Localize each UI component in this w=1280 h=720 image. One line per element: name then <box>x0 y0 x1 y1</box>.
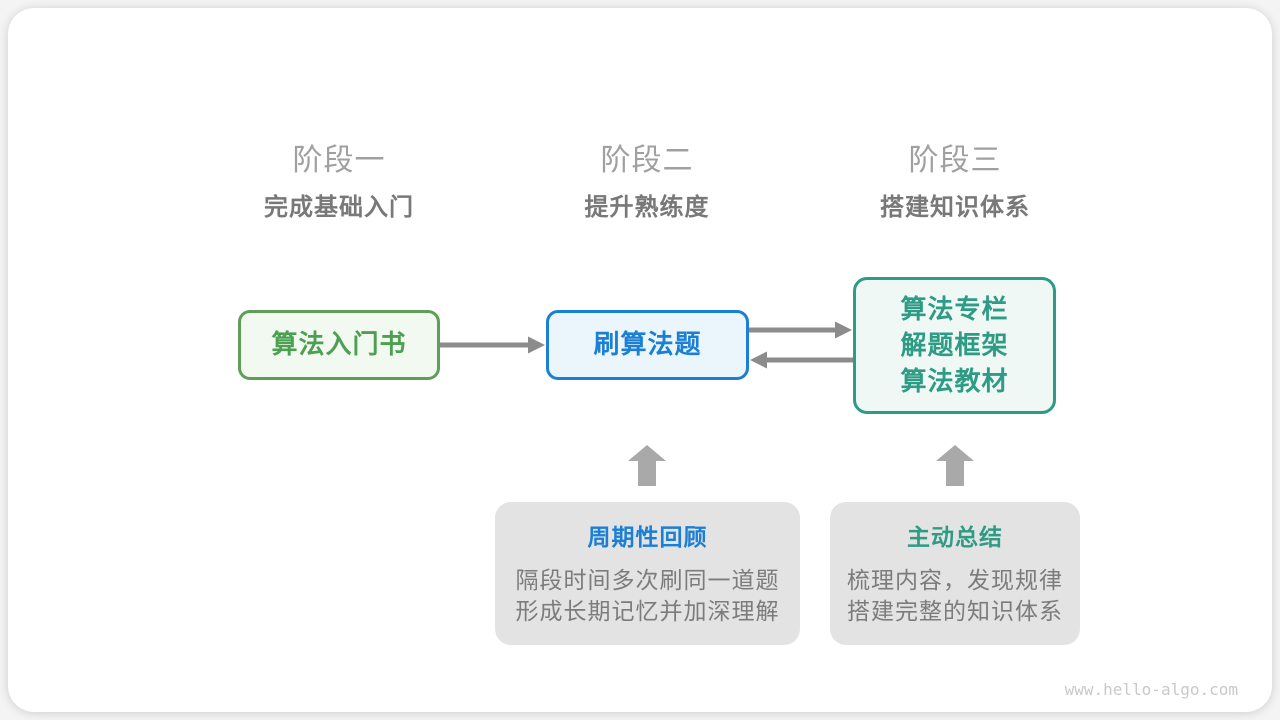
node-practice-label: 刷算法题 <box>593 330 702 360</box>
stage-3-subtitle: 搭建知识体系 <box>880 193 1030 221</box>
stage-3-label: 阶段三 <box>908 143 1002 178</box>
arrow-summary-to-resources-icon <box>936 445 974 486</box>
arrow-intro-to-practice-icon <box>440 336 545 354</box>
diagram-card: 阶段一 完成基础入门 阶段二 提升熟练度 阶段三 搭建知识体系 算法入门书 刷算… <box>8 8 1272 712</box>
node-resources: 算法专栏 解题框架 算法教材 <box>853 277 1056 414</box>
stage-2-subtitle: 提升熟练度 <box>584 193 710 221</box>
arrow-review-to-practice-icon <box>628 445 666 486</box>
stage-1-subtitle: 完成基础入门 <box>264 193 414 221</box>
callout-active-summary-title: 主动总结 <box>907 525 1003 551</box>
watermark-url: www.hello-algo.com <box>1064 680 1238 699</box>
callout-periodic-review-line-1: 隔段时间多次刷同一道题 <box>515 568 780 594</box>
callout-periodic-review-title: 周期性回顾 <box>587 525 708 551</box>
stage-2-label: 阶段二 <box>600 143 694 178</box>
node-practice: 刷算法题 <box>546 310 749 380</box>
arrow-resources-to-practice-icon <box>750 351 853 369</box>
callout-active-summary-line-1: 梳理内容，发现规律 <box>847 568 1063 594</box>
callout-active-summary: 主动总结 梳理内容，发现规律 搭建完整的知识体系 <box>830 502 1080 645</box>
node-resources-line-3: 算法教材 <box>900 366 1009 397</box>
node-resources-line-2: 解题框架 <box>900 330 1009 361</box>
callout-active-summary-line-2: 搭建完整的知识体系 <box>847 599 1063 625</box>
node-resources-line-1: 算法专栏 <box>900 294 1009 325</box>
callout-periodic-review-line-2: 形成长期记忆并加深理解 <box>515 599 780 625</box>
arrow-practice-to-resources-icon <box>749 321 852 339</box>
node-intro-book-label: 算法入门书 <box>271 330 407 360</box>
stage-1-label: 阶段一 <box>292 143 386 178</box>
node-intro-book: 算法入门书 <box>238 310 440 380</box>
callout-periodic-review: 周期性回顾 隔段时间多次刷同一道题 形成长期记忆并加深理解 <box>495 502 800 645</box>
